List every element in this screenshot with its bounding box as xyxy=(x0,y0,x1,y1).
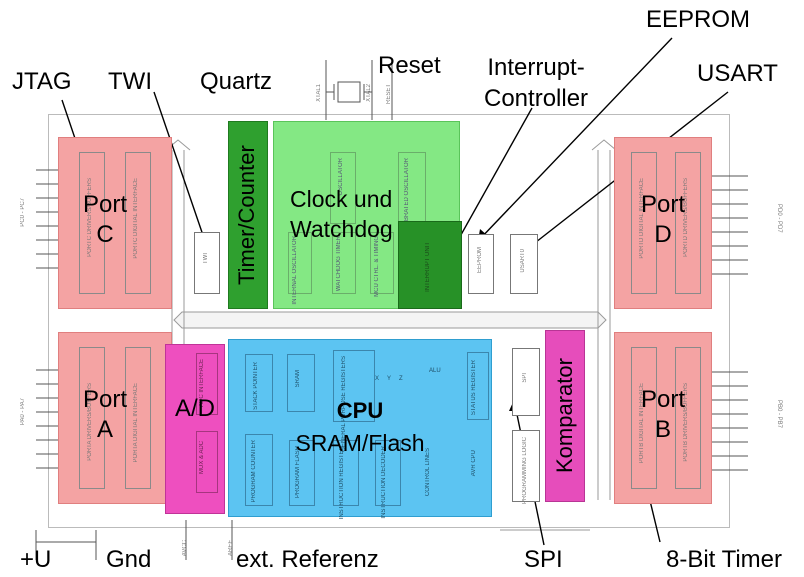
xtal1-pin-label: XTAL1 xyxy=(316,84,322,102)
avcc-pin-label: AVCC xyxy=(182,540,188,557)
port-a-block: PORTA DRIVERS/BUFFERS PORTA DIGITAL INTE… xyxy=(58,332,172,504)
timer-8bit-label: 8-Bit Timer xyxy=(666,546,783,573)
cpu-label: CPU xyxy=(336,398,384,423)
timer-counter-label: Timer/Counter xyxy=(234,145,259,285)
pd-pins-label: PD0 - PD7 xyxy=(776,204,782,233)
xtal2-pin-label: XTAL2 xyxy=(366,84,372,102)
komparator-label: Komparator xyxy=(552,358,577,474)
clock-watchdog-block: OSCILLATOR INTERNAL CALIBRATED OSCILLATO… xyxy=(273,121,460,309)
twi-label: TWI xyxy=(108,68,152,95)
sram-flash-label: SRAM/Flash xyxy=(295,430,425,456)
gnd-label: Gnd xyxy=(106,546,152,573)
komparator-block: Komparator xyxy=(545,330,585,502)
timer-counter-block: Timer/Counter xyxy=(228,121,268,309)
pb-pins-label: PB0 - PB7 xyxy=(776,400,782,429)
spi-label: SPI xyxy=(524,546,563,573)
usart-box: USART0 xyxy=(510,234,538,294)
quartz-label: Quartz xyxy=(200,68,273,95)
reset-pin-label: RESET xyxy=(386,84,392,105)
jtag-label: JTAG xyxy=(12,68,72,95)
twi-box: TWI xyxy=(194,232,220,294)
eeprom-box: EEPROM xyxy=(468,234,494,294)
spi-box: SPI xyxy=(512,348,540,416)
chip-outline xyxy=(48,114,730,528)
interrupt-unit-block: INTERRUPT UNIT xyxy=(398,221,462,309)
pc-pins-label: PC0 - PC7 xyxy=(20,198,26,227)
eeprom-label: EEPROM xyxy=(646,6,751,33)
interrupt-controller-label: Interrupt- Controller xyxy=(484,54,589,112)
port-c-block: PORTC DRIVERS/BUFFERS PORTC DIGITAL INTE… xyxy=(58,137,172,309)
port-d-block: PORTD DIGITAL INTERFACE PORTD DRIVERS/BU… xyxy=(614,137,712,309)
ext-referenz-label: ext. Referenz xyxy=(236,546,379,573)
reset-label: Reset xyxy=(378,52,441,79)
aref-pin-label: AREF xyxy=(228,540,234,557)
ad-label: A/D xyxy=(174,395,215,422)
port-b-block: PORTB DIGITAL INTERFACE PORTB DRIVERS/BU… xyxy=(614,332,712,504)
programming-logic-box: PROGRAMMING LOGIC xyxy=(512,430,540,504)
ad-block: ADC INTERFACE MUX & ADC A/D xyxy=(165,344,225,514)
plus-u-label: +U xyxy=(20,546,52,573)
cpu-block: STACK POINTER SRAM GENERAL PURPOSE REGIS… xyxy=(228,339,492,519)
usart-label: USART xyxy=(697,60,778,87)
pa-pins-label: PA0 - PA7 xyxy=(20,398,26,426)
